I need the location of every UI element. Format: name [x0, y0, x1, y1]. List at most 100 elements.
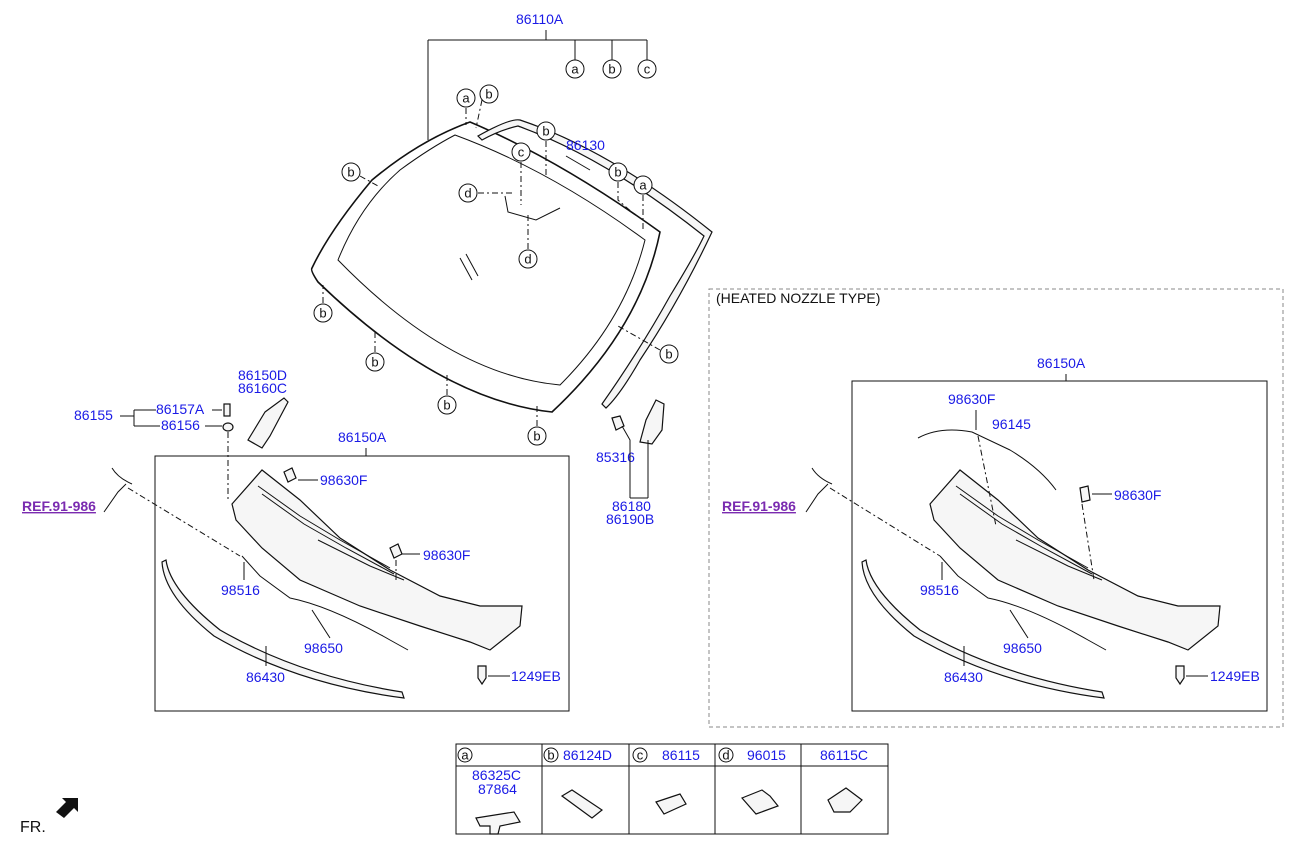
- label-98650[interactable]: 98650: [304, 640, 343, 656]
- leader-b-glass-8: [617, 325, 661, 351]
- svg-text:b: b: [371, 355, 378, 370]
- label-98630f-2[interactable]: 98630F: [423, 547, 470, 563]
- label-86156[interactable]: 86156: [161, 417, 200, 433]
- fastener-85316[interactable]: [611, 415, 625, 431]
- hose-98516[interactable]: [241, 555, 409, 651]
- fr-arrow-icon: [56, 798, 78, 818]
- label-86160c[interactable]: 86160C: [238, 380, 287, 396]
- heated-wire[interactable]: [917, 429, 1057, 491]
- svg-text:a: a: [462, 91, 470, 106]
- label-86130[interactable]: 86130: [566, 137, 605, 153]
- label-86150d[interactable]: 86150D: [238, 367, 287, 383]
- legend-part-86115c[interactable]: 86115C: [820, 747, 868, 763]
- heated-cowl-panel[interactable]: [929, 469, 1221, 651]
- label-86157a[interactable]: 86157A: [156, 401, 205, 417]
- label-heated-86430[interactable]: 86430: [944, 669, 983, 685]
- svg-text:d: d: [524, 252, 531, 267]
- label-86150a[interactable]: 86150A: [338, 429, 387, 445]
- callout-a-glass-1: a: [456, 88, 476, 108]
- leader-heated-98650: [1009, 609, 1029, 639]
- bolt-1249eb[interactable]: [477, 665, 487, 686]
- label-heated-98630f-top[interactable]: 98630F: [948, 391, 995, 407]
- label-1249eb[interactable]: 1249EB: [511, 668, 561, 684]
- leader-ab-glass: [465, 99, 483, 129]
- cowl-panel[interactable]: [231, 469, 523, 651]
- windshield-glass[interactable]: [310, 121, 661, 413]
- callout-b-glass-3: b: [608, 162, 628, 182]
- label-heated-86150a[interactable]: 86150A: [1037, 355, 1086, 371]
- ref-hose-end-left: [111, 467, 133, 485]
- label-86430[interactable]: 86430: [246, 669, 285, 685]
- leader-98650: [311, 609, 331, 639]
- clip-86156[interactable]: [222, 422, 234, 432]
- label-98630f-1[interactable]: 98630F: [320, 472, 367, 488]
- legend-icon-c: [655, 793, 687, 815]
- cowl-side-cover-left[interactable]: [247, 397, 289, 449]
- label-86155[interactable]: 86155: [74, 407, 113, 423]
- svg-text:b: b: [533, 429, 540, 444]
- cowl-side-cover-right[interactable]: [639, 399, 665, 445]
- legend-part-86115[interactable]: 86115: [662, 747, 700, 763]
- heated-weatherstrip-86430[interactable]: [861, 559, 1105, 699]
- leader-86130: [565, 155, 591, 171]
- label-heated-98650[interactable]: 98650: [1003, 640, 1042, 656]
- callout-b-glass-8: b: [659, 344, 679, 364]
- ref-hose-end-right: [811, 467, 833, 485]
- label-85316[interactable]: 85316: [596, 449, 635, 465]
- callout-b-top: b: [602, 59, 622, 79]
- cowl-grille: [257, 485, 405, 581]
- label-86180[interactable]: 86180: [612, 498, 651, 514]
- leader-85316-bracket: [621, 425, 649, 499]
- clip-86157a[interactable]: [223, 403, 231, 417]
- label-heated-96145[interactable]: 96145: [992, 416, 1031, 432]
- nozzle-lower[interactable]: [389, 543, 403, 559]
- leader-b-glass-3: [617, 182, 635, 215]
- callout-b-glass-4: b: [313, 303, 333, 323]
- heated-cowl-grille: [955, 485, 1103, 581]
- heated-nozzle-right[interactable]: [1079, 485, 1091, 503]
- svg-text:b: b: [443, 398, 450, 413]
- ref-label-left[interactable]: REF.91-986: [22, 498, 96, 514]
- glass-reflection: [459, 253, 479, 281]
- heated-bolt-1249eb[interactable]: [1175, 665, 1185, 686]
- svg-text:c: c: [518, 145, 525, 160]
- weatherstrip-86430[interactable]: [161, 559, 405, 699]
- callout-d-glass-2: d: [518, 249, 538, 269]
- label-86110a[interactable]: 86110A: [516, 11, 564, 27]
- heated-cowl-box: [851, 380, 1268, 712]
- moulding-strip[interactable]: [477, 119, 713, 409]
- callout-c-top: c: [637, 59, 657, 79]
- callout-a-glass-2: a: [633, 175, 653, 195]
- label-98516[interactable]: 98516: [221, 582, 260, 598]
- svg-text:b: b: [547, 748, 554, 763]
- svg-text:c: c: [644, 62, 651, 77]
- label-heated-98630f-right[interactable]: 98630F: [1114, 487, 1161, 503]
- heated-dash-1: [977, 435, 997, 527]
- callout-b-glass-7: b: [527, 426, 547, 446]
- legend-callout-b: b: [543, 747, 559, 763]
- heated-panel: [708, 288, 1284, 728]
- legend-part-96015[interactable]: 96015: [747, 747, 786, 763]
- label-heated-98516[interactable]: 98516: [920, 582, 959, 598]
- callout-a-top: a: [565, 59, 585, 79]
- legend-table: a b 86124D c 86115 d 96015 86115C 86325C…: [455, 743, 889, 835]
- svg-text:b: b: [614, 165, 621, 180]
- ref-label-right[interactable]: REF.91-986: [722, 498, 796, 514]
- svg-text:b: b: [542, 124, 549, 139]
- legend-icon-e: [827, 787, 863, 813]
- legend-part-87864[interactable]: 87864: [478, 781, 517, 797]
- svg-text:a: a: [571, 62, 579, 77]
- heated-hose-98516[interactable]: [939, 555, 1107, 651]
- label-heated-1249eb[interactable]: 1249EB: [1210, 668, 1260, 684]
- cowl-box: [154, 455, 570, 712]
- nozzle-upper[interactable]: [283, 467, 297, 483]
- legend-icon-d: [740, 789, 779, 815]
- heated-dash-2: [1081, 503, 1095, 581]
- label-86190b[interactable]: 86190B: [606, 511, 654, 527]
- legend-icon-b: [560, 789, 604, 819]
- legend-part-86325c[interactable]: 86325C: [472, 767, 521, 783]
- svg-text:b: b: [665, 347, 672, 362]
- legend-part-86124d[interactable]: 86124D: [563, 747, 612, 763]
- leader-b-glass-left: [359, 175, 379, 187]
- windshield-inner-edge: [337, 134, 646, 386]
